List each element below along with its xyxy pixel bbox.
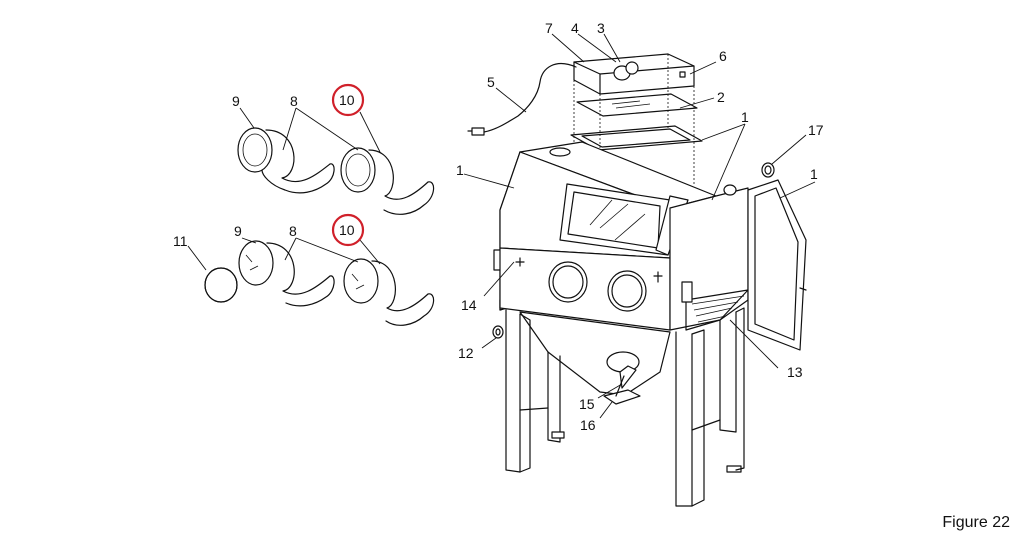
glove-assembly-upper bbox=[237, 127, 435, 215]
highlight-circle-10-lower bbox=[331, 213, 365, 247]
callout-6: 6 bbox=[719, 48, 727, 64]
callout-12: 12 bbox=[458, 345, 474, 361]
callout-2: 2 bbox=[717, 89, 725, 105]
callout-11: 11 bbox=[173, 233, 188, 249]
lid-glass bbox=[576, 93, 698, 117]
glove-assembly-lower bbox=[204, 240, 435, 326]
callout-13: 13 bbox=[787, 364, 803, 380]
figure-caption: Figure 22 bbox=[942, 514, 1010, 531]
blast-cabinet bbox=[492, 141, 807, 507]
callout-16: 16 bbox=[580, 417, 596, 433]
callout-4: 4 bbox=[571, 20, 579, 36]
callout-14: 14 bbox=[461, 297, 477, 313]
callout-3: 3 bbox=[597, 20, 605, 36]
callout-15: 15 bbox=[579, 396, 595, 412]
callout-1-left: 1 bbox=[456, 162, 464, 178]
callout-1-right: 1 bbox=[810, 166, 818, 182]
callout-10-upper: 10 bbox=[339, 92, 355, 108]
callout-9-upper: 9 bbox=[232, 93, 240, 109]
callout-5: 5 bbox=[487, 74, 495, 90]
callout-8-lower: 8 bbox=[289, 223, 297, 239]
callout-labels: 7 4 3 6 5 2 1 17 1 1 9 8 10 9 8 10 11 14… bbox=[173, 20, 824, 433]
callout-17: 17 bbox=[808, 122, 824, 138]
callout-8-upper: 8 bbox=[290, 93, 298, 109]
callout-9-lower: 9 bbox=[234, 223, 242, 239]
callout-1-top: 1 bbox=[741, 109, 749, 125]
callout-7: 7 bbox=[545, 20, 553, 36]
callout-10-lower: 10 bbox=[339, 222, 355, 238]
highlight-circle-10-upper bbox=[331, 83, 365, 117]
hose-clamp bbox=[204, 267, 238, 303]
leader-lines bbox=[187, 33, 816, 419]
